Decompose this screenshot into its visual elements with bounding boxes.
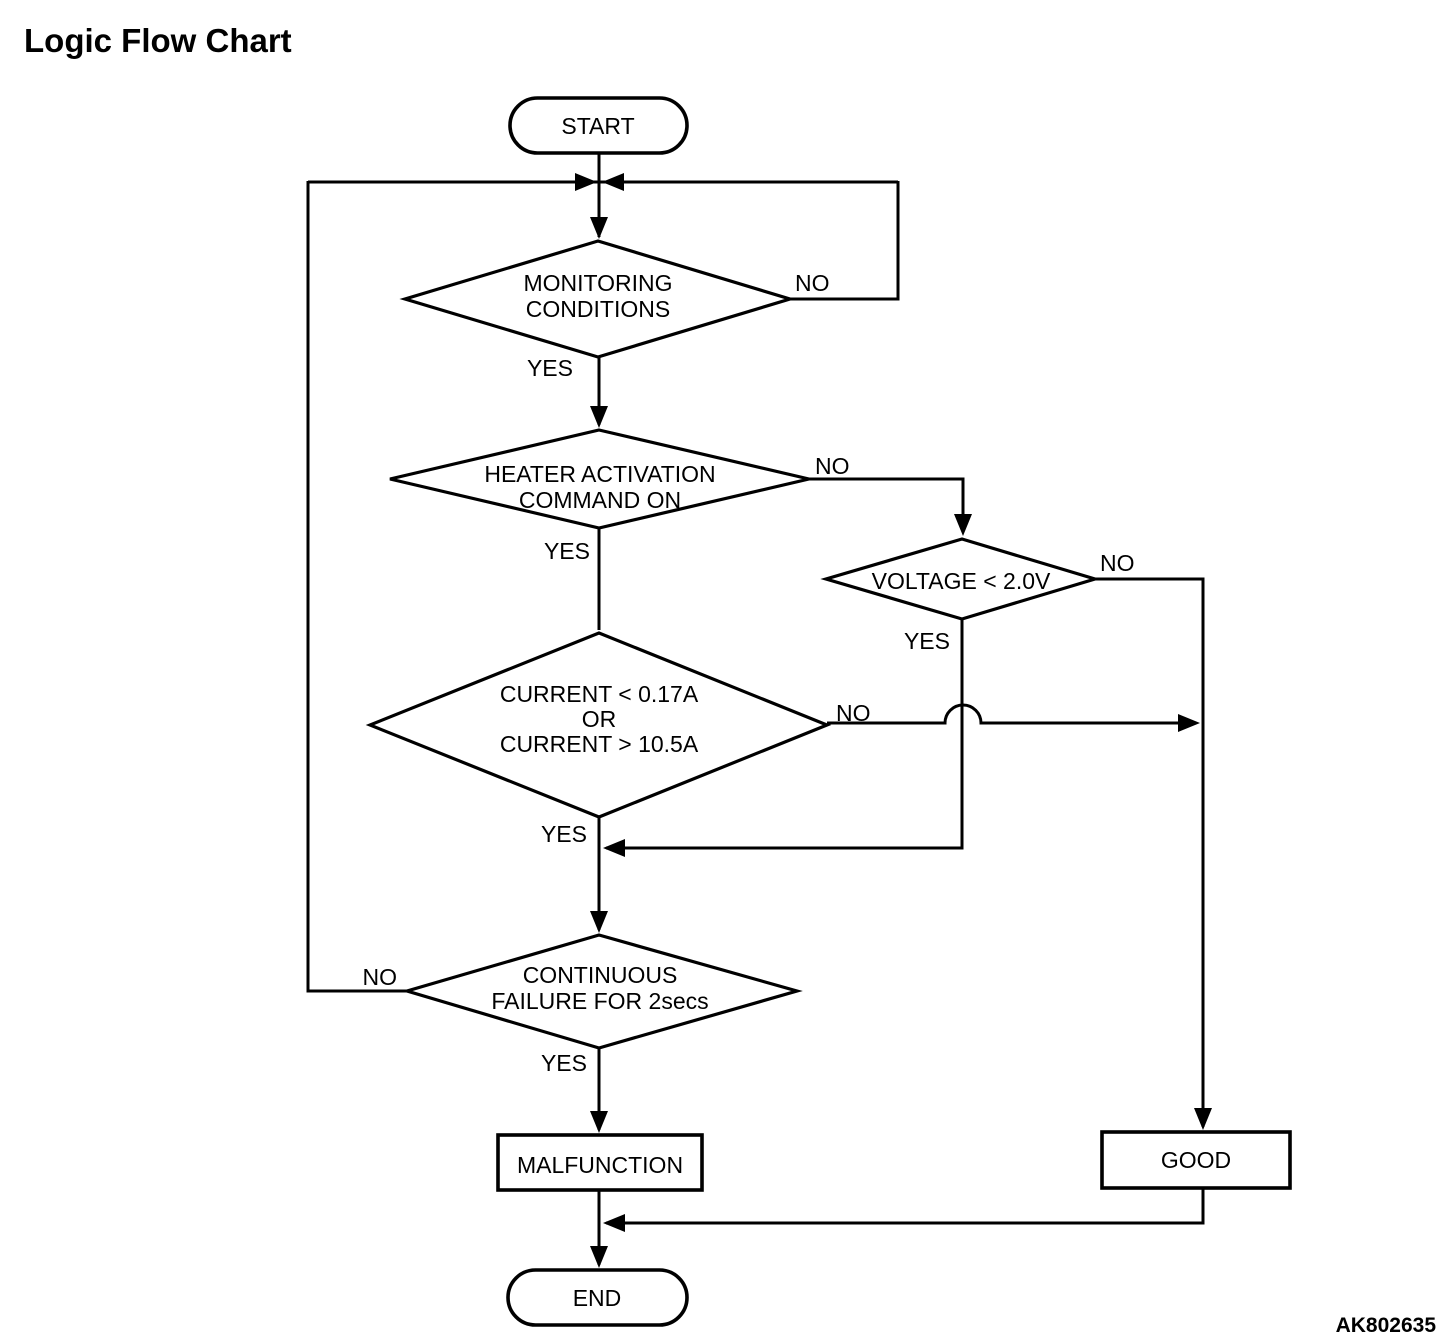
node-voltage-check: VOLTAGE < 2.0V [820, 537, 1101, 621]
arrowhead-good-merge [603, 1214, 625, 1232]
page-title: Logic Flow Chart [24, 22, 292, 59]
continuous-label-line2: FAILURE FOR 2secs [491, 988, 708, 1014]
arrowhead-voltage-yes-merge [603, 839, 625, 857]
edge-label-heater-yes: YES [544, 538, 590, 564]
edge-label-current-yes: YES [541, 821, 587, 847]
node-good: GOOD [1100, 1130, 1292, 1190]
good-process-shape [1100, 1130, 1292, 1190]
start-terminator-shape [508, 96, 689, 155]
node-heater-activation: HEATER ACTIVATION COMMAND ON [389, 428, 810, 530]
arrowhead-into-continuous [590, 911, 608, 933]
node-malfunction: MALFUNCTION [496, 1133, 704, 1192]
continuous-decision-shape [401, 933, 803, 1050]
node-start: START [508, 96, 689, 155]
node-monitoring-conditions: MONITORING CONDITIONS [399, 239, 796, 359]
edge-label-voltage-no: NO [1100, 550, 1135, 576]
arrowheads [575, 173, 1212, 1268]
malfunction-process-shape [496, 1133, 704, 1192]
continuous-label-line1: CONTINUOUS [523, 962, 678, 988]
figure-code: AK802635 [1336, 1314, 1437, 1337]
edge-heater-no [809, 477, 965, 532]
heater-label-line2: COMMAND ON [519, 487, 681, 513]
start-label: START [561, 113, 634, 139]
monitoring-label-line2: CONDITIONS [526, 296, 670, 322]
edge-labels: NO YES NO YES NO YES NO YES NO YES [363, 270, 1135, 1076]
arrowhead-into-end [590, 1246, 608, 1268]
end-terminator-shape [506, 1268, 689, 1327]
monitoring-decision-shape [399, 239, 796, 359]
arrowhead-into-monitoring [590, 217, 608, 239]
edges [306, 153, 1205, 1265]
node-current-check: CURRENT < 0.17A OR CURRENT > 10.5A [365, 631, 832, 819]
current-label-line3: CURRENT > 10.5A [500, 731, 699, 757]
edge-label-continuous-yes: YES [541, 1050, 587, 1076]
voltage-label: VOLTAGE < 2.0V [872, 568, 1051, 594]
edge-label-current-no: NO [836, 700, 871, 726]
arrowhead-into-malfunction [590, 1111, 608, 1133]
edge-label-heater-no: NO [815, 453, 850, 479]
arrowhead-junction-from-right [602, 173, 624, 191]
edge-continuous-no [306, 181, 407, 993]
edge-good-merge [606, 1188, 1205, 1225]
malfunction-label: MALFUNCTION [517, 1152, 683, 1178]
node-end: END [506, 1268, 689, 1327]
heater-decision-shape [389, 428, 810, 530]
edge-voltage-yes [606, 619, 964, 850]
edge-label-monitoring-yes: YES [527, 355, 573, 381]
monitoring-label-line1: MONITORING [523, 270, 672, 296]
arrowhead-junction-from-left [575, 173, 597, 191]
edge-current-no-with-hop [827, 703, 1181, 725]
current-label-line1: CURRENT < 0.17A [500, 681, 699, 707]
arrowhead-into-heater [590, 406, 608, 428]
arrowhead-into-good [1194, 1108, 1212, 1130]
arrowhead-current-no-merge [1178, 714, 1200, 732]
good-label: GOOD [1161, 1147, 1231, 1173]
arrowhead-into-voltage [954, 514, 972, 536]
end-label: END [573, 1285, 622, 1311]
voltage-decision-shape [820, 537, 1101, 621]
current-label-line2: OR [582, 706, 617, 732]
current-decision-shape [365, 631, 832, 819]
heater-label-line1: HEATER ACTIVATION [484, 461, 715, 487]
node-continuous-failure: CONTINUOUS FAILURE FOR 2secs [401, 933, 803, 1050]
edge-label-voltage-yes: YES [904, 628, 950, 654]
edge-label-continuous-no: NO [363, 964, 398, 990]
edge-label-monitoring-no: NO [795, 270, 830, 296]
edge-monitoring-no [790, 181, 900, 301]
edge-voltage-no [1095, 577, 1205, 1127]
